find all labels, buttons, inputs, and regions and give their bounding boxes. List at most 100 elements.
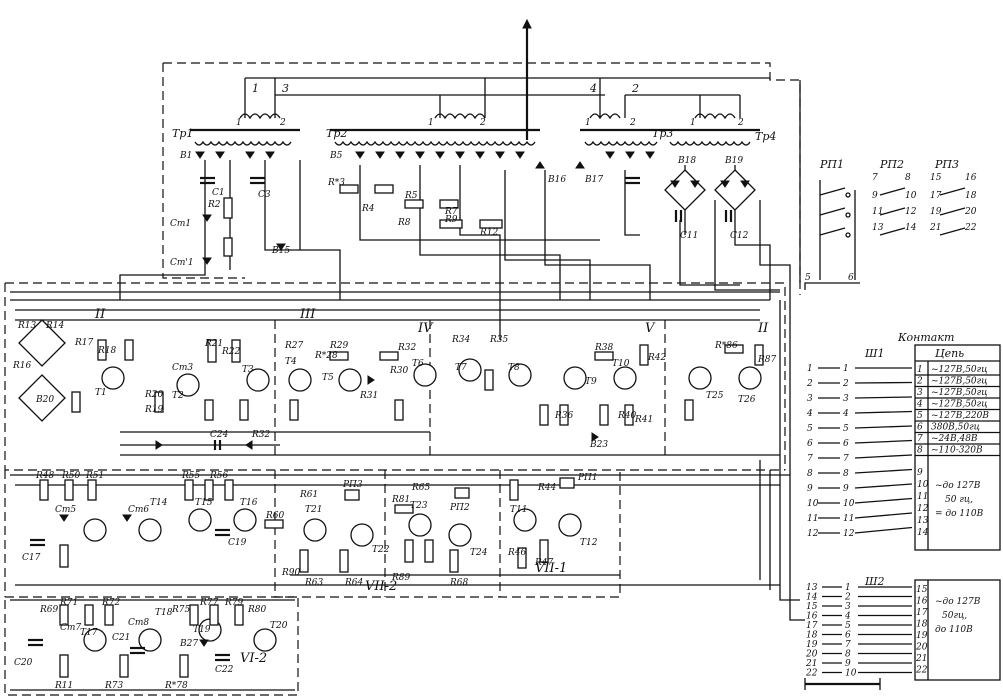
section-iii: III [299, 307, 316, 322]
table-header-circuit: Цепь [935, 347, 964, 360]
section-vi-2: VI-2 [240, 651, 267, 666]
sh1-fan-wire [854, 439, 913, 444]
bottom-board: VI-2 R69 R71 R72 R75 R77 R79 R80 R11 R73… [14, 598, 288, 691]
winding-1-tp2: 1 [428, 118, 434, 128]
label-r8: R8 [397, 218, 411, 228]
relay-contact-21: 21 [929, 223, 941, 233]
label-t20: Т20 [270, 621, 288, 631]
sh1-left-pin: 11 [807, 514, 818, 524]
sh1-left-pin: 5 [807, 424, 813, 434]
label-r32-b: R32 [251, 430, 271, 440]
label-ct8: Ст8 [128, 618, 149, 628]
label-t15: Т15 [195, 498, 213, 508]
label-r12: R12 [479, 228, 499, 238]
label-t5: Т5 [322, 373, 334, 383]
note-sh1-line1: ~до 127В [935, 481, 981, 491]
sh2-left-pin: 16 [806, 612, 818, 622]
table-row-circuit: 380В,50гц [931, 423, 980, 433]
label-t14: Т14 [150, 498, 168, 508]
table-row-pin: 21 [915, 654, 927, 664]
label-b27: В27 [179, 639, 198, 649]
sh1-right-pin: 10 [843, 499, 855, 509]
relay-contact-13: 13 [872, 223, 884, 233]
label-t22: Т22 [372, 545, 390, 555]
table-row-pin: 12 [917, 504, 929, 514]
winding-1-tp3: 1 [585, 118, 591, 128]
label-t21: Т21 [305, 505, 322, 515]
winding-2-tp2: 2 [479, 118, 486, 128]
table-row-pin: 15 [916, 585, 928, 595]
transformer-tp2: Tp2 [326, 127, 347, 140]
label-r22: R22 [221, 347, 241, 357]
label-t12: Т12 [580, 538, 598, 548]
note-sh2-line3: до 110В [935, 625, 973, 635]
relay-contact-6: 6 [848, 273, 854, 283]
label-r44: R44 [537, 483, 557, 493]
label-r4: R4 [361, 204, 375, 214]
sh2-left-pin: 14 [806, 593, 818, 603]
transformer-tp4: Tp4 [755, 130, 776, 143]
winding-number-1: 1 [252, 82, 259, 95]
sh1-fan-wire [854, 483, 913, 489]
relay-rp2: РП2 [879, 158, 904, 171]
relay-contact-7: 7 [872, 173, 878, 183]
table-row-circuit: ~127В,50гц [931, 377, 987, 387]
label-r56: R56 [209, 471, 229, 481]
label-r69: R69 [39, 605, 59, 615]
sh1-left-pin: 4 [806, 409, 813, 419]
label-t23: Т23 [410, 501, 428, 511]
contact-table: Контакт Цепь 1~127В,50гц2~127В,50гц3~127… [897, 331, 1001, 681]
note-sh2-line2: 50гц, [942, 611, 967, 621]
label-t16: Т16 [240, 498, 258, 508]
sh1-fan-wire [854, 468, 913, 474]
label-b20: В20 [35, 395, 54, 405]
label-t11: Т11 [510, 505, 527, 515]
label-t17: Т17 [80, 628, 98, 638]
sh1-right-pin: 1 [843, 364, 849, 374]
label-b23: В23 [589, 440, 608, 450]
sh1-left-pin: 1 [807, 364, 813, 374]
sh1-fan-wire [854, 396, 913, 399]
winding-2-tp3: 2 [629, 118, 636, 128]
sh1-left-pin: 12 [807, 529, 819, 539]
label-r32: R32 [397, 343, 417, 353]
sh1-right-pin: 8 [843, 469, 849, 479]
label-r30: R30 [389, 366, 409, 376]
label-r60: R60 [265, 511, 285, 521]
label-ct1-prime: Ст'1 [170, 258, 194, 268]
table-row-circuit: ~110-320В [931, 446, 983, 456]
label-r35: R35 [489, 335, 509, 345]
relay-contact-14: 14 [905, 223, 917, 233]
label-r18: R18 [97, 346, 117, 356]
label-t9: Т9 [585, 377, 597, 387]
label-r51: R51 [85, 471, 104, 481]
table-row-pin: 13 [917, 516, 929, 526]
label-t18: Т18 [155, 608, 173, 618]
table-row-circuit: ~24В,48В [931, 434, 978, 444]
relay-contact-15: 15 [930, 173, 942, 183]
label-ct5: Ст5 [55, 505, 76, 515]
transformer-tp1: Tp1 [172, 127, 193, 140]
winding-2-tp1: 2 [279, 118, 286, 128]
label-c20: С20 [14, 658, 33, 668]
sh2-left-pin: 22 [805, 669, 818, 679]
winding-number-2: 2 [631, 82, 639, 95]
table-row-circuit: ~127В,50гц [931, 365, 987, 375]
table-row-pin: 16 [916, 597, 928, 607]
sh1-right-pin: 4 [842, 409, 849, 419]
sh2-right-pin: 8 [845, 650, 851, 660]
label-r14: R14 [45, 321, 65, 331]
sh2-right-pin: 9 [845, 659, 851, 669]
label-r48: R48 [35, 471, 55, 481]
label-c12: С12 [730, 231, 749, 241]
table-header-contact: Контакт [897, 331, 954, 344]
label-c1: С1 [212, 188, 225, 198]
relay-contact-20: 20 [964, 207, 977, 217]
connector-sh2: Ш2 [864, 575, 885, 588]
relay-contact-17: 17 [930, 191, 942, 201]
sh1-right-pin: 7 [843, 454, 849, 464]
sh1-fan-wire [854, 425, 913, 429]
winding-1-tp4: 1 [690, 118, 696, 128]
